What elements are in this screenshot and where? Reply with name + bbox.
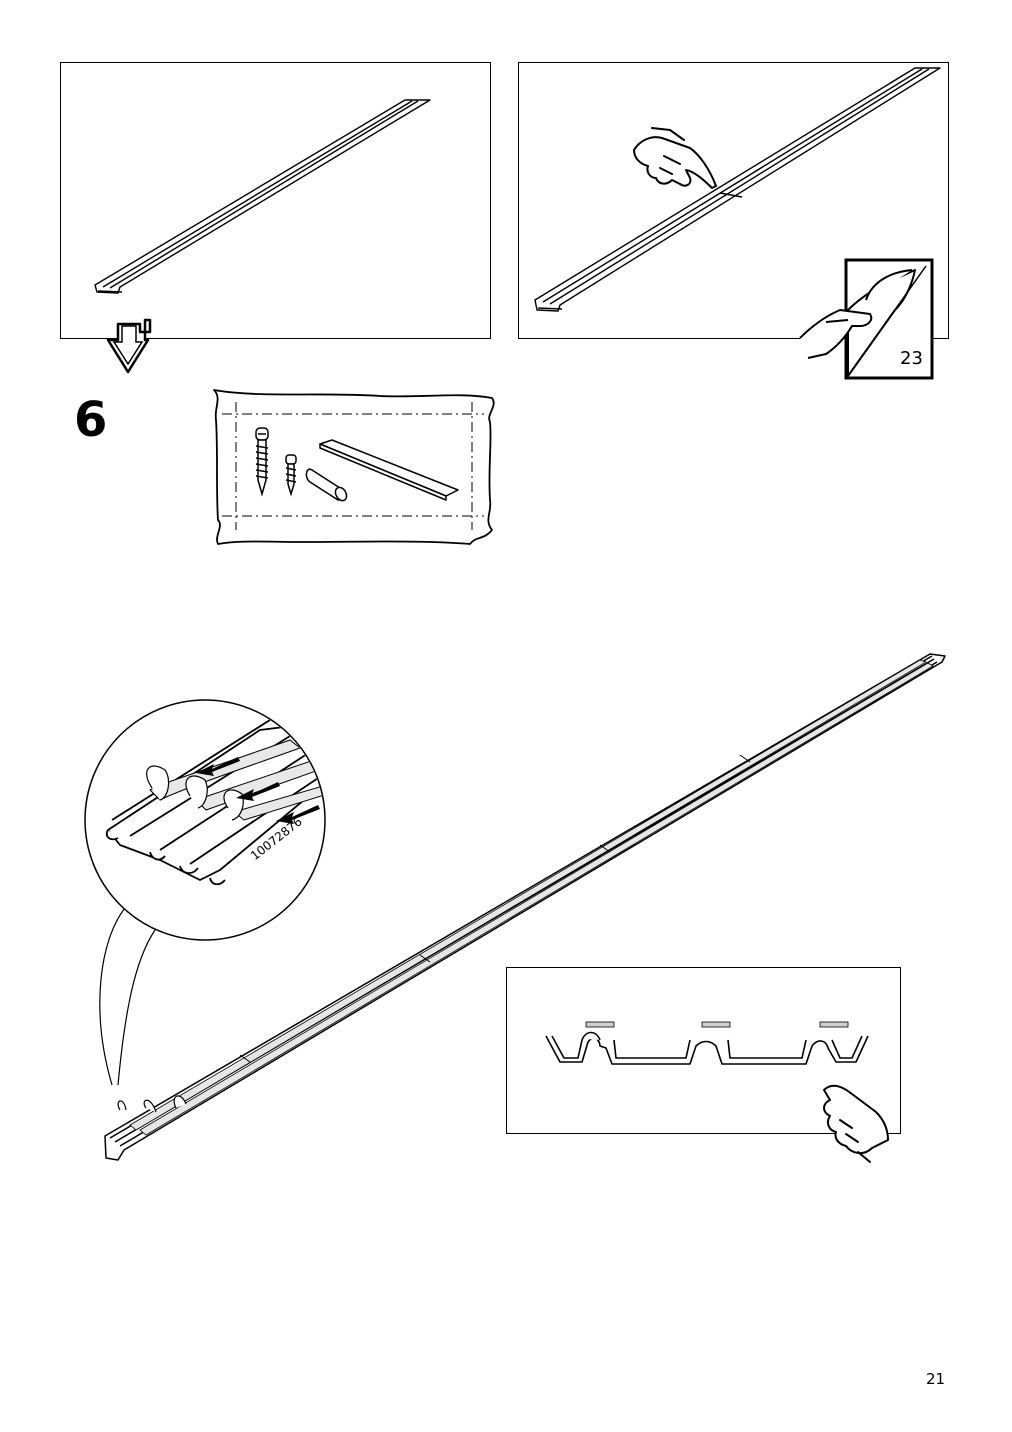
reference-page-number: 23 (900, 348, 923, 369)
panel-rail-single (60, 62, 491, 339)
step-number: 6 (74, 392, 108, 448)
page-number: 21 (926, 1370, 946, 1388)
